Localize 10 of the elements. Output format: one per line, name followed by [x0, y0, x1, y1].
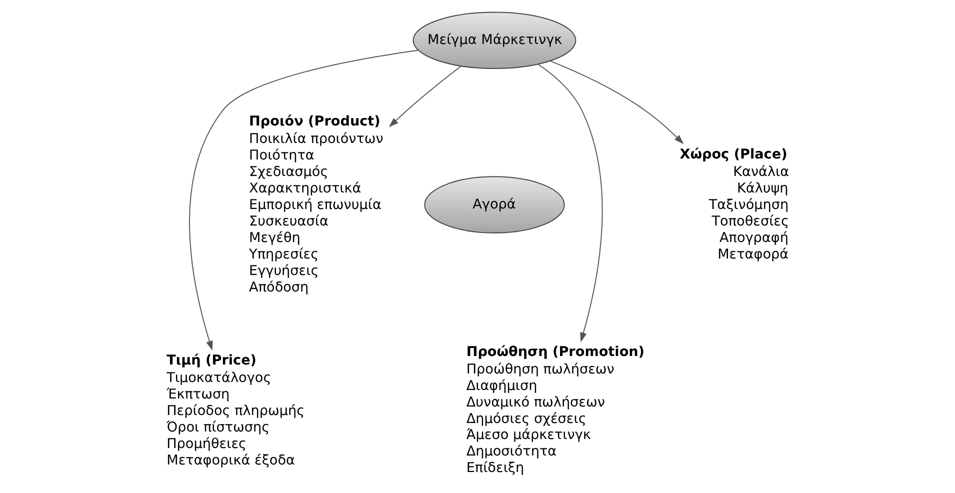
node-text: Προώθηση (Promotion) Προώθηση πωλήσεων Διαφήμιση Δυναμικό πωλήσεων Δημόσιες σχέσεις Άμεσο μάρκετινγκ Δημοσιότητα Επίδειξη [466, 344, 645, 476]
node-text: Τιμή (Price) Τιμοκατάλογος Έκπτωση Περίοδος πληρωμής Όροι πίστωσης Προμήθειες Μεταφορικά έξοδα [166, 352, 305, 468]
node-text: Χώρος (Place) Κανάλια Κάλυψη Ταξινόμηση Τοποθεσίες Απογραφή Μεταφορά [680, 146, 790, 262]
arrow [550, 60, 684, 144]
node-ellipse: Μείγμα Μάρκετινγκ [412, 12, 576, 69]
node-ellipse: Αγορά [424, 176, 565, 234]
arrow [388, 66, 462, 128]
arrow [189, 50, 418, 351]
node-text: Προιόν (Product) Ποικιλία προιόντων Ποιότητα Σχεδιασμός Χαρακτηριστικά Εμπορική επωνυμία Συσκευασία Μεγέθη Υπηρεσίες Εγγυήσεις Απόδοση [249, 113, 384, 296]
arrow [538, 64, 603, 342]
